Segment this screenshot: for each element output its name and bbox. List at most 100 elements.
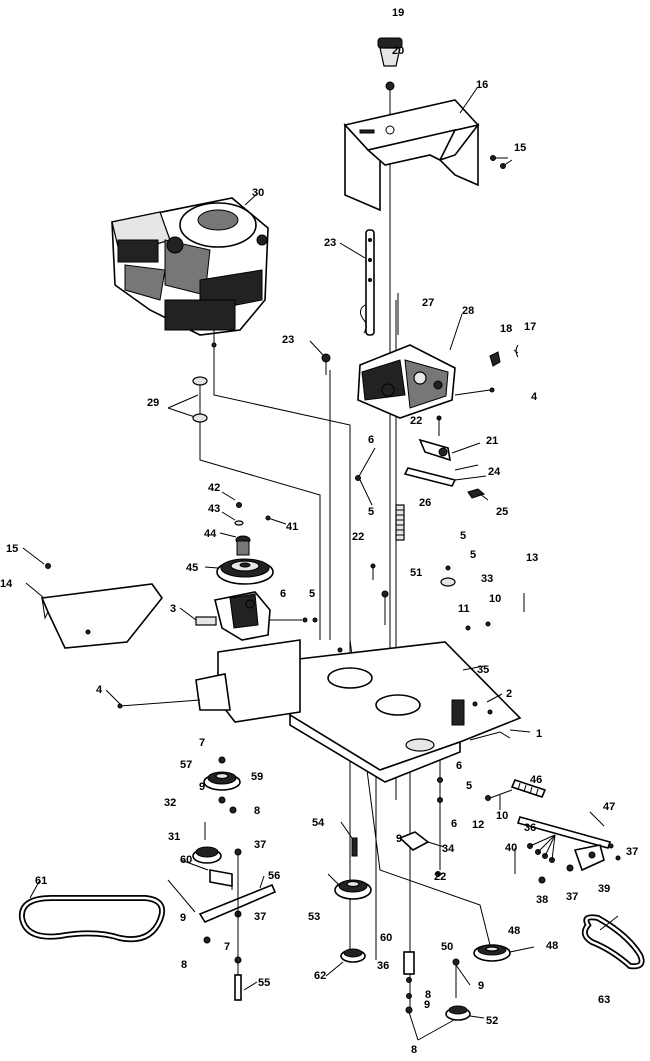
part-label: 31	[168, 831, 180, 843]
part-label: 32	[164, 797, 176, 809]
shield-14	[40, 583, 164, 649]
part-label: 15	[514, 142, 526, 154]
part-label: 53	[308, 911, 320, 923]
bolt-23	[321, 353, 331, 375]
part-label: 6	[368, 434, 374, 446]
part-label: 37	[626, 846, 638, 858]
pin-22-upper	[436, 415, 442, 436]
part-label: 44	[204, 528, 217, 540]
part-label: 19	[392, 7, 404, 19]
part-label: 24	[488, 466, 501, 478]
part-label: 40	[505, 842, 517, 854]
part-label: 12	[472, 819, 484, 831]
part-label: 16	[476, 79, 488, 91]
part-label: 3	[170, 603, 176, 615]
part-label: 2	[506, 688, 512, 700]
part-label: 56	[268, 870, 280, 882]
part-label: 54	[312, 817, 325, 829]
plate-21	[418, 438, 481, 462]
part-label: 38	[536, 894, 548, 906]
part-label: 48	[546, 940, 558, 952]
part-label: 36	[377, 960, 389, 972]
parts-17-18	[489, 344, 519, 367]
engine-30	[111, 197, 269, 348]
part-label: 47	[603, 801, 615, 813]
pulley-45	[216, 535, 274, 585]
part-label: 18	[500, 323, 512, 335]
part-label: 9	[424, 999, 430, 1011]
part-label: 9	[478, 980, 484, 992]
part-label: 10	[489, 593, 501, 605]
part-label: 5	[460, 530, 466, 542]
part-label: 33	[481, 573, 493, 585]
part-label: 55	[258, 977, 270, 989]
part-label: 45	[186, 562, 198, 574]
part-label: 7	[224, 941, 230, 953]
part-label: 9	[396, 833, 402, 845]
spring-46	[485, 779, 614, 849]
pulley-31	[192, 822, 222, 864]
parts-41-43	[234, 502, 287, 526]
part-label: 50	[441, 941, 453, 953]
part-label: 15	[6, 543, 18, 555]
part-label: 14	[0, 578, 13, 590]
part-label: 27	[422, 297, 434, 309]
part-label: 13	[526, 552, 538, 564]
part-label: 10	[496, 810, 508, 822]
label-leaders	[22, 87, 619, 1019]
part-label: 5	[309, 588, 315, 600]
transmission-28	[357, 344, 495, 419]
part-label: 28	[462, 305, 474, 317]
part-label: 63	[598, 994, 610, 1006]
part-label: 25	[496, 506, 508, 518]
part-label: 6	[451, 818, 457, 830]
gearbox-3	[195, 591, 271, 641]
housing-left	[117, 639, 301, 723]
part-label: 9	[180, 912, 186, 924]
part-label: 6	[456, 760, 462, 772]
bolt-6-5-mid	[355, 447, 376, 506]
pulley-53	[334, 837, 372, 963]
part-label: 61	[35, 875, 47, 887]
part-label: 22	[410, 415, 422, 427]
part-label: 1	[536, 728, 542, 740]
bracket-16	[343, 99, 480, 212]
part-label: 39	[598, 883, 610, 895]
parts-36-40	[514, 834, 621, 884]
lever-60-56	[198, 848, 277, 1001]
part-label: 37	[254, 839, 266, 851]
part-label: 46	[530, 774, 542, 786]
part-label: 36	[524, 822, 536, 834]
bolts-6-5-left	[270, 617, 318, 623]
part-label: 4	[96, 684, 103, 696]
washers-29	[192, 376, 208, 423]
pulley-57	[203, 756, 241, 814]
part-label: 29	[147, 397, 159, 409]
part-label: 48	[508, 925, 520, 937]
part-label: 5	[368, 506, 374, 518]
part-label: 59	[251, 771, 263, 783]
part-label: 8	[181, 959, 187, 971]
bolts-right-mid	[437, 777, 443, 803]
spring-26	[395, 504, 405, 541]
part-label: 34	[442, 843, 455, 855]
knob-19	[377, 37, 403, 91]
part-label: 23	[282, 334, 294, 346]
part-label: 8	[254, 805, 260, 817]
part-label: 62	[314, 970, 326, 982]
bolts-center	[370, 563, 525, 631]
belt-61	[18, 895, 166, 943]
linkage-23	[359, 229, 375, 336]
part-label: 11	[458, 603, 470, 615]
part-label: 42	[208, 482, 220, 494]
part-label: 9	[199, 781, 205, 793]
part-label: 60	[180, 854, 192, 866]
part-label: 43	[208, 503, 220, 515]
part-label: 22	[434, 871, 446, 883]
bracket-34	[398, 831, 441, 877]
pulley-52	[408, 1005, 471, 1041]
part-label: 22	[352, 531, 364, 543]
part-label: 6	[280, 588, 286, 600]
